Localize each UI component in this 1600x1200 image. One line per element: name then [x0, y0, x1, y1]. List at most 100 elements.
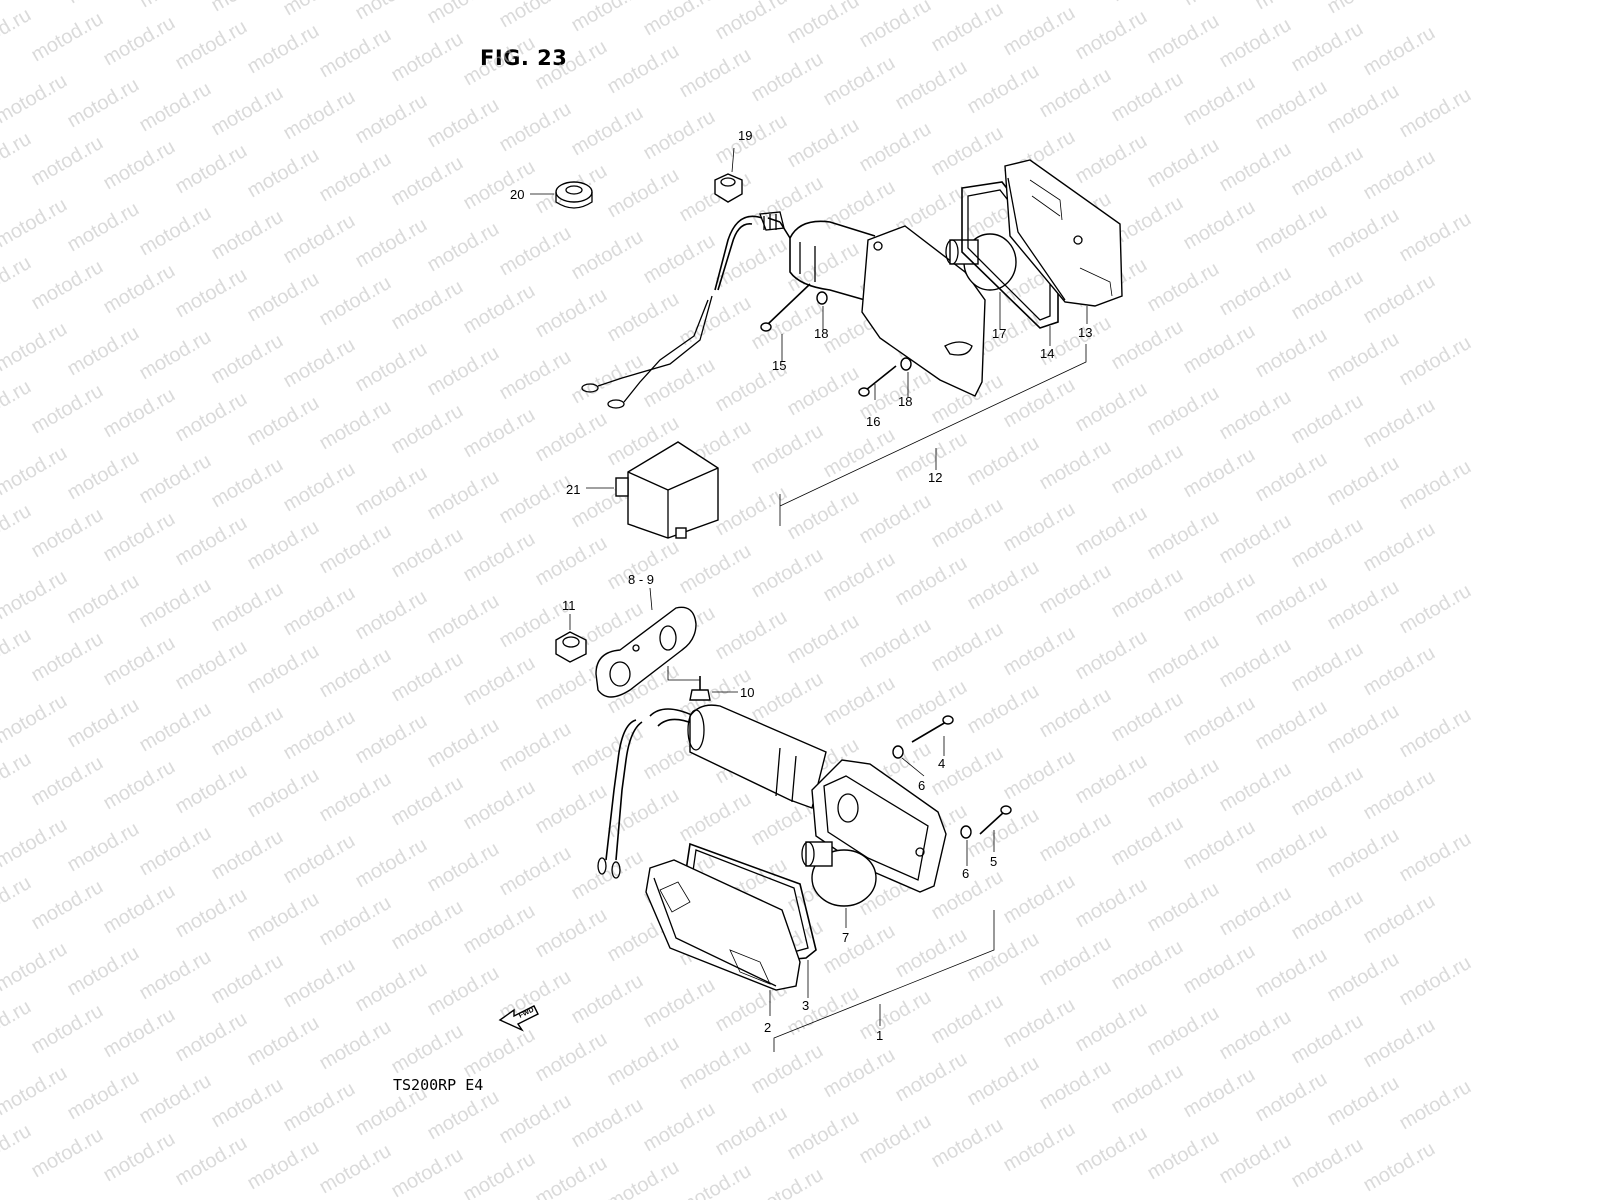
- watermark-text: motod.ru: [640, 1098, 719, 1157]
- callout-14: 14: [1040, 346, 1054, 361]
- watermark-text: motod.ru: [1108, 564, 1187, 623]
- part-10-screw: [689, 676, 711, 701]
- watermark-text: motod.ru: [1324, 1072, 1403, 1131]
- watermark-text: motod.ru: [1180, 320, 1259, 379]
- watermark-text: motod.ru: [100, 508, 179, 567]
- watermark-text: motod.ru: [892, 56, 971, 115]
- watermark-text: motod.ru: [1360, 642, 1439, 701]
- watermark-text: motod.ru: [28, 132, 107, 191]
- watermark-text: motod.ru: [316, 148, 395, 207]
- callout-2: 2: [764, 1020, 771, 1035]
- watermark-text: motod.ru: [100, 880, 179, 939]
- watermark-text: motod.ru: [892, 552, 971, 611]
- watermark-text: motod.ru: [748, 544, 827, 603]
- watermark-text: motod.ru: [496, 470, 575, 529]
- watermark-text: motod.ru: [1324, 948, 1403, 1007]
- watermark-text: motod.ru: [784, 610, 863, 669]
- watermark-text: motod.ru: [100, 1128, 179, 1187]
- watermark-text: motod.ru: [28, 1000, 107, 1059]
- watermark-text: motod.ru: [136, 1070, 215, 1129]
- watermark-text: motod.ru: [0, 624, 35, 683]
- watermark-text: motod.ru: [1324, 0, 1403, 18]
- watermark-text: motod.ru: [244, 268, 323, 327]
- watermark-text: motod.ru: [100, 12, 179, 71]
- watermark-text: motod.ru: [244, 20, 323, 79]
- watermark-text: motod.ru: [316, 1140, 395, 1199]
- watermark-text: motod.ru: [496, 842, 575, 901]
- watermark-text: motod.ru: [0, 4, 35, 63]
- watermark-text: motod.ru: [1072, 750, 1151, 809]
- callout-6b: 6: [962, 866, 969, 881]
- watermark-text: motod.ru: [172, 388, 251, 447]
- watermark-text: motod.ru: [784, 982, 863, 1041]
- watermark-text: motod.ru: [892, 924, 971, 983]
- watermark-text: motod.ru: [604, 288, 683, 347]
- watermark-text: motod.ru: [0, 500, 35, 559]
- watermark-text: motod.ru: [280, 954, 359, 1013]
- watermark-text: motod.ru: [1288, 886, 1367, 945]
- watermark-text: motod.ru: [28, 1124, 107, 1183]
- watermark-text: motod.ru: [496, 718, 575, 777]
- watermark-text: motod.ru: [352, 834, 431, 893]
- watermark-text: motod.ru: [568, 0, 647, 36]
- watermark-text: motod.ru: [496, 346, 575, 405]
- watermark-text: motod.ru: [532, 904, 611, 963]
- watermark-text: motod.ru: [1216, 1130, 1295, 1189]
- watermark-text: motod.ru: [424, 838, 503, 897]
- watermark-text: motod.ru: [1072, 998, 1151, 1057]
- watermark-text: motod.ru: [1108, 688, 1187, 747]
- watermark-text: motod.ru: [1252, 944, 1331, 1003]
- watermark-text: motod.ru: [1072, 130, 1151, 189]
- watermark-text: motod.ru: [1072, 502, 1151, 561]
- watermark-text: motod.ru: [568, 970, 647, 1029]
- watermark-text: motod.ru: [640, 354, 719, 413]
- part-14-gasket: [961, 181, 1059, 329]
- watermark-text: motod.ru: [28, 380, 107, 439]
- watermark-text: motod.ru: [604, 40, 683, 99]
- callout-13: 13: [1078, 325, 1092, 340]
- watermark-text: motod.ru: [712, 1102, 791, 1161]
- watermark-text: motod.ru: [676, 292, 755, 351]
- watermark-text: motod.ru: [424, 590, 503, 649]
- watermark-text: motod.ru: [1180, 196, 1259, 255]
- watermark-text: motod.ru: [172, 1132, 251, 1191]
- watermark-text: motod.ru: [748, 420, 827, 479]
- watermark-text: motod.ru: [1360, 22, 1439, 81]
- watermark-text: motod.ru: [28, 256, 107, 315]
- watermark-text: motod.ru: [28, 504, 107, 563]
- watermark-text: motod.ru: [208, 1074, 287, 1133]
- watermark-text: motod.ru: [1396, 704, 1475, 763]
- part-15-screw: [760, 283, 811, 332]
- watermark-text: motod.ru: [208, 702, 287, 761]
- watermark-text: motod.ru: [676, 44, 755, 103]
- watermark-text: motod.ru: [208, 578, 287, 637]
- watermark-text: motod.ru: [496, 222, 575, 281]
- watermark-text: motod.ru: [1000, 994, 1079, 1053]
- watermark-text: motod.ru: [1072, 6, 1151, 65]
- watermark-text: motod.ru: [820, 1044, 899, 1103]
- watermark-text: motod.ru: [0, 252, 35, 311]
- watermark-text: motod.ru: [424, 962, 503, 1021]
- watermark-text: motod.ru: [496, 98, 575, 157]
- watermark-text: motod.ru: [820, 424, 899, 483]
- watermark-text: motod.ru: [640, 0, 719, 40]
- watermark-text: motod.ru: [64, 74, 143, 133]
- watermark-text: motod.ru: [712, 482, 791, 541]
- watermark-text: motod.ru: [460, 1148, 539, 1200]
- watermark-text: motod.ru: [1108, 440, 1187, 499]
- watermark-text: motod.ru: [208, 454, 287, 513]
- watermark-text: motod.ru: [172, 760, 251, 819]
- watermark-text: motod.ru: [928, 742, 1007, 801]
- watermark-text: motod.ru: [28, 752, 107, 811]
- watermark-text: motod.ru: [352, 90, 431, 149]
- watermark-text: motod.ru: [1036, 684, 1115, 743]
- watermark-text: motod.ru: [172, 16, 251, 75]
- watermark-text: motod.ru: [316, 644, 395, 703]
- watermark-text: motod.ru: [0, 376, 35, 435]
- watermark-text: motod.ru: [1144, 506, 1223, 565]
- watermark-text: motod.ru: [64, 198, 143, 257]
- watermark-text: motod.ru: [1396, 580, 1475, 639]
- callout-16: 16: [866, 414, 880, 429]
- watermark-text: motod.ru: [1180, 568, 1259, 627]
- watermark-text: motod.ru: [172, 140, 251, 199]
